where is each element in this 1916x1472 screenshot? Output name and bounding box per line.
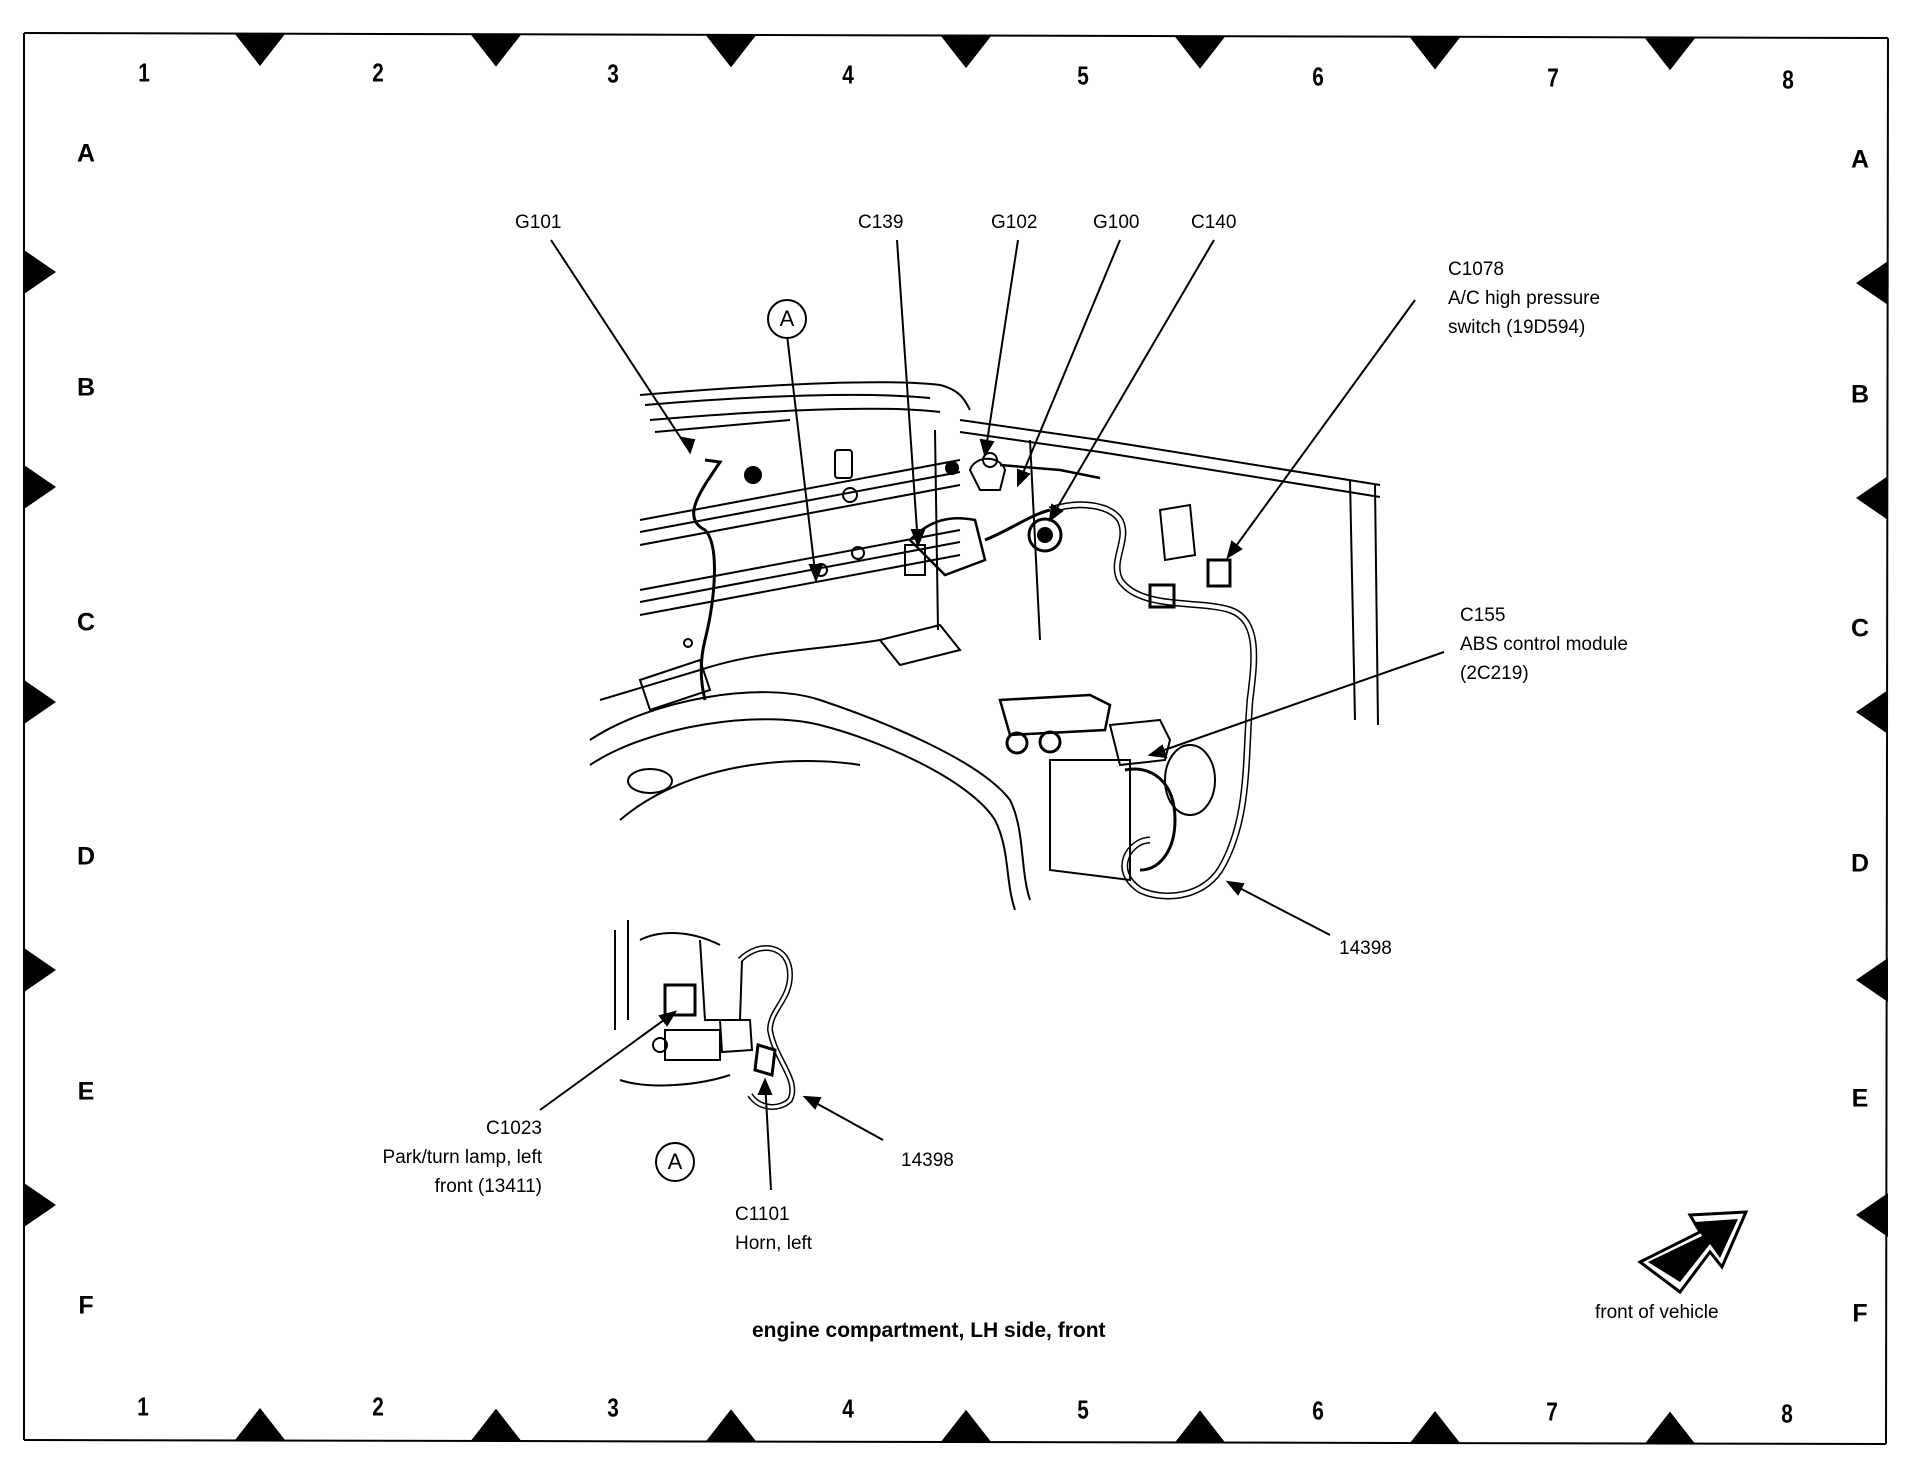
connector-description: ABS control module [1460,634,1628,655]
grid-marker-top [1175,36,1225,69]
grid-row-c-left: C [76,608,96,637]
ground-id: G102 [991,212,1038,233]
callout-c1101: C1101 Horn, left [735,1200,812,1258]
callout-g102: G102 [991,208,1037,237]
grid-marker-left [24,680,56,724]
grid-row-d-left: D [76,842,96,871]
grid-col-1-bottom: 1 [137,1391,149,1422]
grid-marker-bottom [1175,1410,1225,1443]
harness-id: 14398 [1339,938,1392,959]
grid-col-6-top: 6 [1312,61,1324,92]
grid-marker-top [941,36,991,69]
grid-marker-bottom [1410,1411,1460,1443]
connector-description: switch (19D594) [1448,317,1586,338]
grid-row-d-right: D [1850,849,1870,878]
grid-col-3-bottom: 3 [607,1392,619,1423]
detail-a-drawing [614,920,796,1110]
callout-harness-main: 14398 [1339,934,1392,963]
grid-marker-left [24,465,56,509]
callout-c1023: C1023 Park/turn lamp, left front (13411) [345,1114,542,1201]
connector-description: Park/turn lamp, left [382,1147,542,1168]
connector-id: C1101 [735,1204,790,1225]
grid-col-3-top: 3 [607,58,619,89]
callout-g101: G101 [515,208,561,237]
grid-col-2-top: 2 [372,57,384,88]
detail-marker-label: A [779,306,795,331]
detail-marker-label: A [667,1149,683,1174]
connector-id: C155 [1460,605,1506,626]
connector-description: A/C high pressure [1448,288,1601,309]
connector-id: C139 [858,212,904,233]
grid-marker-left [24,250,56,294]
grid-col-8-top: 8 [1782,64,1794,95]
detail-a-marker-main: A [767,299,807,339]
front-of-vehicle-label: front of vehicle [1595,1302,1719,1323]
callout-c139: C139 [858,208,903,237]
detail-a-marker-detail: A [655,1142,695,1182]
grid-row-a-left: A [76,139,96,168]
callout-c140: C140 [1191,208,1236,237]
grid-col-8-bottom: 8 [1781,1398,1793,1429]
grid-marker-right [1856,690,1888,734]
grid-col-4-bottom: 4 [842,1393,854,1424]
grid-marker-bottom [235,1408,285,1440]
connector-description: Horn, left [735,1233,813,1254]
connector-id: G101 [515,212,562,233]
callout-harness-detail: 14398 [901,1146,954,1175]
grid-marker-top [1410,37,1460,70]
grid-row-f-right: F [1852,1299,1868,1328]
grid-col-1-top: 1 [138,57,150,88]
callout-leader-lines [539,239,1445,1191]
grid-col-5-top: 5 [1077,60,1089,91]
grid-row-e-left: E [77,1077,95,1106]
grid-row-b-left: B [76,373,96,402]
grid-marker-left [24,1183,56,1227]
grid-row-c-right: C [1850,614,1870,643]
apron-top-line [639,381,971,411]
grid-marker-bottom [1645,1411,1695,1444]
grid-col-7-top: 7 [1547,62,1559,93]
engine-compartment-drawing [589,381,1381,911]
grid-marker-bottom [471,1408,521,1441]
grid-row-a-right: A [1850,145,1870,174]
connector-description: front (13411) [434,1176,542,1197]
ground-id: G100 [1093,212,1140,233]
grid-row-b-right: B [1850,380,1870,409]
grid-marker-right [1856,261,1888,305]
diagram-title: engine compartment, LH side, front [752,1319,1106,1342]
grid-marker-right [1856,476,1888,520]
connector-id: C1078 [1448,259,1504,280]
callout-g100: G100 [1093,208,1139,237]
callout-c1078: C1078 A/C high pressure switch (19D594) [1448,255,1600,342]
frame-top-edge [23,32,1889,39]
grid-row-e-right: E [1851,1084,1869,1113]
grid-marker-bottom [706,1409,756,1442]
grid-marker-top [1645,38,1695,71]
grid-marker-right [1856,958,1888,1002]
grid-marker-top [706,35,756,68]
grid-marker-top [471,34,521,67]
grid-row-f-left: F [78,1291,94,1320]
grid-col-4-top: 4 [842,59,854,90]
front-arrow-icon [1637,1210,1749,1295]
harness-id: 14398 [901,1150,954,1171]
grid-col-2-bottom: 2 [372,1391,384,1422]
connector-description: (2C219) [1460,663,1529,684]
connector-id: C140 [1191,212,1237,233]
callout-c155: C155 ABS control module (2C219) [1460,601,1628,688]
grid-col-7-bottom: 7 [1546,1396,1558,1427]
connector-id: C1023 [486,1118,542,1139]
grid-col-6-bottom: 6 [1312,1395,1324,1426]
grid-marker-top [235,34,285,66]
grid-marker-right [1856,1193,1888,1237]
grid-marker-bottom [941,1409,991,1442]
frame-bottom-edge [23,1439,1887,1445]
grid-col-5-bottom: 5 [1077,1394,1089,1425]
grid-marker-left [24,948,56,992]
